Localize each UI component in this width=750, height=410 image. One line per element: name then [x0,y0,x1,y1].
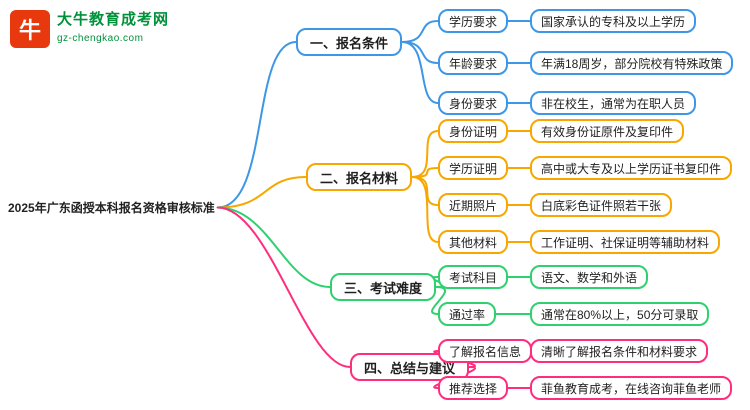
subtopic-education-requirement: 学历要求 [438,9,509,33]
subtopic-know-registration-info: 了解报名信息 [438,339,533,363]
detail-know-registration-info: 清晰了解报名条件和材料要求 [530,339,709,363]
root-topic: 2025年广东函授本科报名资格审核标准 [8,201,215,215]
detail-recommended-choice: 菲鱼教育成考，在线咨询菲鱼老师 [530,376,733,400]
branch-3-exam-difficulty: 三、考试难度 [330,273,437,301]
detail-identity-requirement: 非在校生，通常为在职人员 [530,91,697,115]
detail-other-materials: 工作证明、社保证明等辅助材料 [530,230,721,254]
logo-text-block: 大牛教育成考网 gz-chengkao.com [57,10,169,44]
detail-identity-proof: 有效身份证原件及复印件 [530,119,685,143]
detail-education-requirement: 国家承认的专科及以上学历 [530,9,697,33]
bull-icon: 牛 [10,10,50,48]
subtopic-pass-rate: 通过率 [438,302,497,326]
branch-2-signup-materials: 二、报名材料 [306,163,413,191]
subtopic-identity-requirement: 身份要求 [438,91,509,115]
subtopic-education-proof: 学历证明 [438,156,509,180]
site-domain: gz-chengkao.com [57,33,144,44]
subtopic-recommended-choice: 推荐选择 [438,376,509,400]
subtopic-other-materials: 其他材料 [438,230,509,254]
site-name: 大牛教育成考网 [57,11,170,28]
subtopic-exam-subjects: 考试科目 [438,265,509,289]
bull-icon-glyph: 牛 [18,18,41,43]
detail-pass-rate: 通常在80%以上，50分可录取 [530,302,710,326]
detail-recent-photos: 白底彩色证件照若干张 [530,193,673,217]
subtopic-recent-photos: 近期照片 [438,193,509,217]
branch-1-signup-conditions: 一、报名条件 [296,28,403,56]
site-logo: 牛 大牛教育成考网 gz-chengkao.com [10,10,169,48]
detail-education-proof: 高中或大专及以上学历证书复印件 [530,156,733,180]
subtopic-identity-proof: 身份证明 [438,119,509,143]
detail-exam-subjects: 语文、数学和外语 [530,265,649,289]
subtopic-age-requirement: 年龄要求 [438,51,509,75]
detail-age-requirement: 年满18周岁，部分院校有特殊政策 [530,51,734,75]
